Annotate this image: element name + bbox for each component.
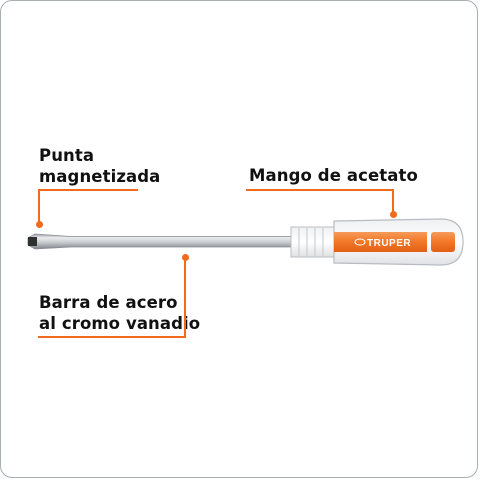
- shaft-label-line-2: al cromo vanadio: [39, 314, 201, 333]
- shaft-callout-underline: [38, 336, 186, 338]
- shaft-callout-dot: [181, 254, 189, 261]
- tip-label-line-2: magnetizada: [39, 167, 161, 186]
- handle-callout-dot: [389, 211, 397, 218]
- handle-callout-leader: [392, 189, 394, 214]
- shaft: [27, 233, 294, 250]
- brand-name: TRUPER: [367, 238, 411, 249]
- tip-callout-dot: [35, 221, 43, 228]
- handle-callout-underline: [246, 189, 394, 191]
- shaft-callout-leader: [184, 258, 186, 338]
- shaft-label-line-1: Barra de acero: [39, 293, 178, 312]
- handle-orange-core: [334, 232, 427, 252]
- handle-label: Mango de acetato: [249, 166, 418, 185]
- brand-logo-icon: [354, 238, 366, 246]
- handle: TRUPER: [290, 218, 464, 266]
- tip-flat: [28, 237, 37, 246]
- tip-callout-underline: [38, 189, 138, 191]
- tip-callout-leader: [38, 189, 40, 224]
- tip-label-line-1: Punta: [39, 146, 95, 165]
